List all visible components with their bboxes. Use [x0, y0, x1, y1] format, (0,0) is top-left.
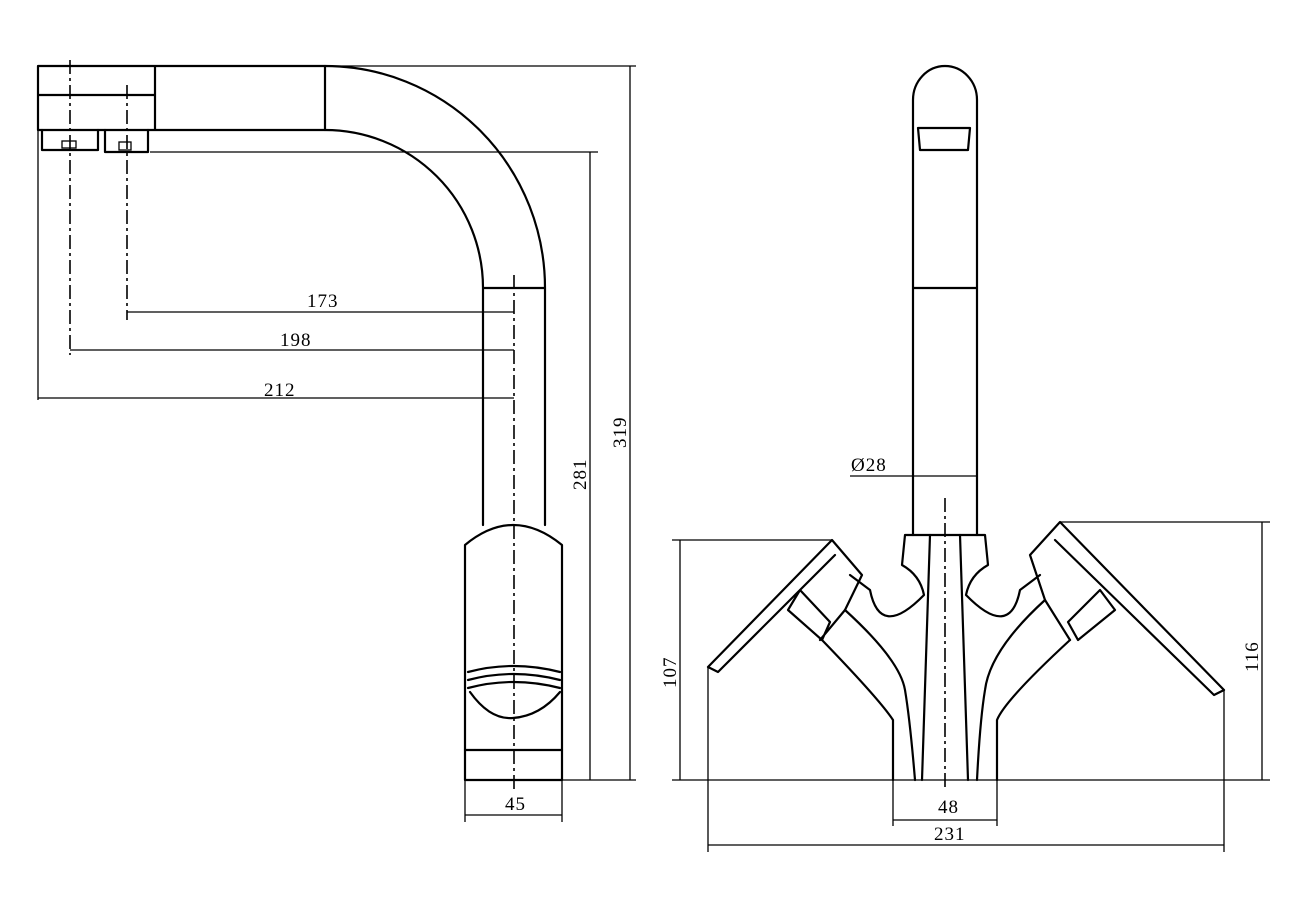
- spout-head: [36, 64, 327, 132]
- dim-231: 231: [934, 824, 966, 845]
- front-view: Ø28 107 116 48 231: [660, 64, 1270, 852]
- spout: [911, 64, 979, 537]
- dim-107: 107: [660, 657, 681, 689]
- dim-173: 173: [307, 291, 339, 312]
- dim-281: 281: [570, 459, 591, 491]
- right-handle: [1028, 520, 1226, 697]
- central-body: [848, 533, 1042, 618]
- dim-116: 116: [1242, 641, 1263, 672]
- aerator-outlets: [40, 128, 150, 154]
- dim-diameter-28: Ø28: [851, 455, 887, 476]
- dim-48: 48: [938, 797, 959, 818]
- spout-arc: [323, 64, 547, 527]
- left-handle: [706, 538, 864, 674]
- dim-45: 45: [505, 794, 526, 815]
- dim-198: 198: [280, 330, 312, 351]
- side-view: 173 198 212 281 319 45: [36, 60, 636, 822]
- faucet-body: [463, 524, 564, 782]
- dim-319: 319: [610, 417, 631, 449]
- dim-212: 212: [264, 380, 296, 401]
